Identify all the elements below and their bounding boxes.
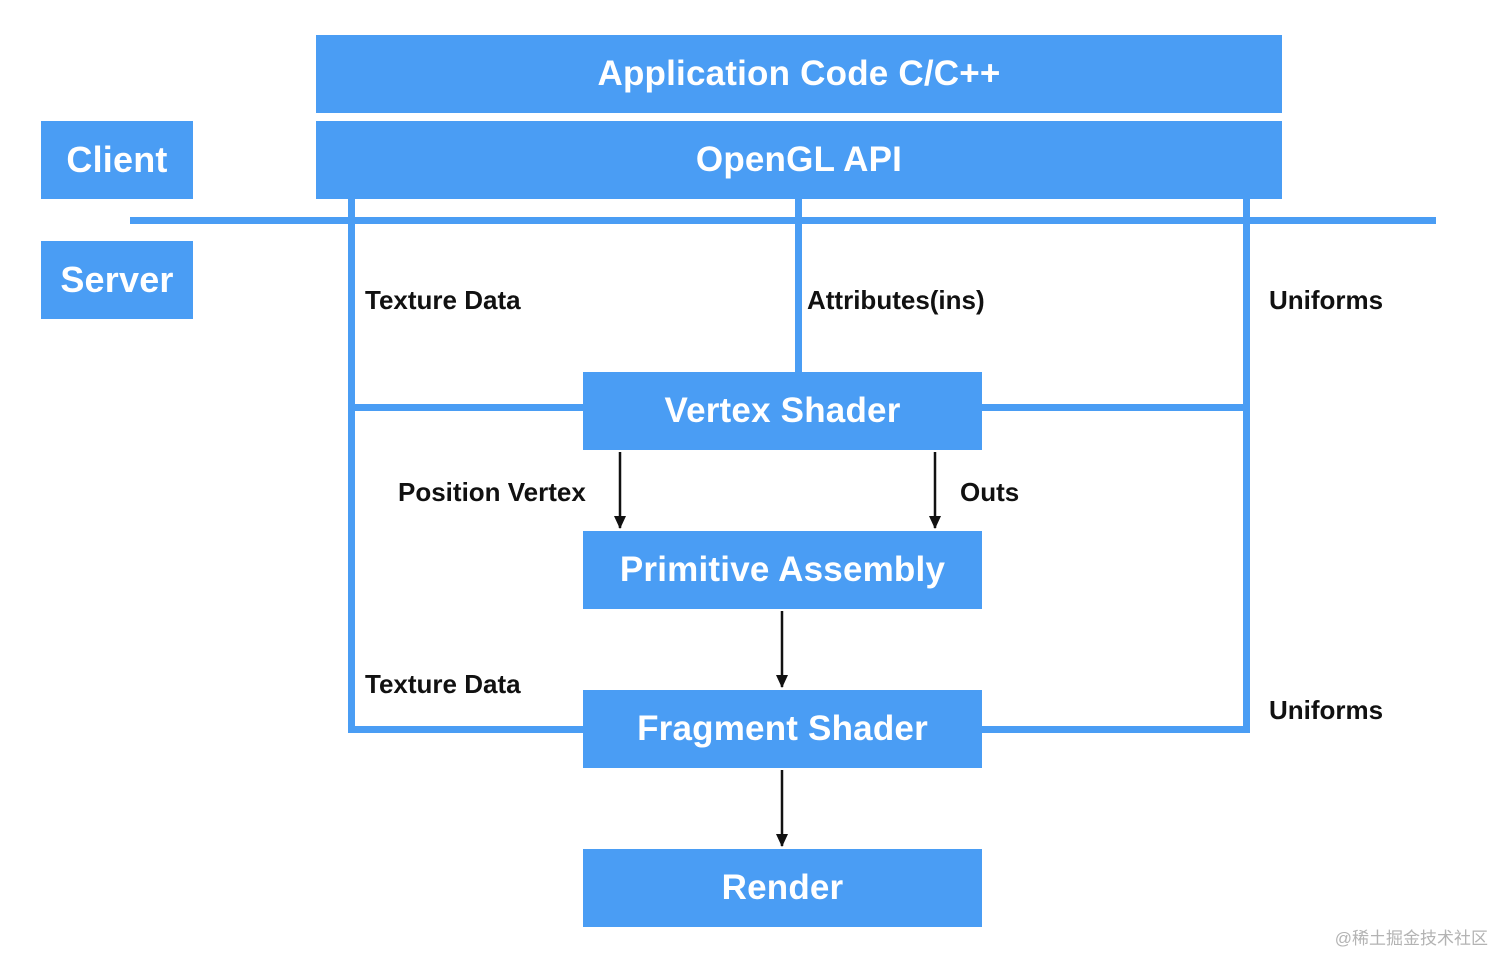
- outs-label: Outs: [960, 477, 1020, 507]
- attributes-label: Attributes(ins): [807, 285, 985, 315]
- opengl-api-box: OpenGL API: [316, 121, 1282, 199]
- position-vertex-label: Position Vertex: [398, 477, 586, 507]
- attributes-connector: [795, 197, 802, 372]
- texture-to-fragment-connector: [348, 726, 584, 733]
- outs-arrowhead: [929, 516, 941, 529]
- assembly-to-fragment-arrowhead: [776, 675, 788, 688]
- position-vertex-arrowhead: [614, 516, 626, 529]
- fragment-to-render-arrowhead: [776, 834, 788, 847]
- uniforms-connector-right: [1243, 197, 1250, 733]
- application-code-box: Application Code C/C++: [316, 35, 1282, 113]
- texture-data-label-bottom: Texture Data: [365, 669, 521, 699]
- client-box: Client: [41, 121, 193, 199]
- texture-to-vertex-connector: [348, 404, 584, 411]
- watermark-text: @稀土掘金技术社区: [1334, 929, 1488, 948]
- texture-data-label-top: Texture Data: [365, 285, 521, 315]
- client-server-divider: [130, 217, 1436, 224]
- uniforms-label-bottom: Uniforms: [1269, 695, 1384, 725]
- server-box: Server: [41, 241, 193, 319]
- vertex-shader-box: Vertex Shader: [583, 372, 982, 450]
- fragment-shader-box: Fragment Shader: [583, 690, 982, 768]
- uniforms-label-top: Uniforms: [1269, 285, 1384, 315]
- texture-data-connector-left: [348, 197, 355, 733]
- render-box: Render: [583, 849, 982, 927]
- uniforms-to-fragment-connector: [981, 726, 1250, 733]
- primitive-assembly-box: Primitive Assembly: [583, 531, 982, 609]
- uniforms-to-vertex-connector: [981, 404, 1250, 411]
